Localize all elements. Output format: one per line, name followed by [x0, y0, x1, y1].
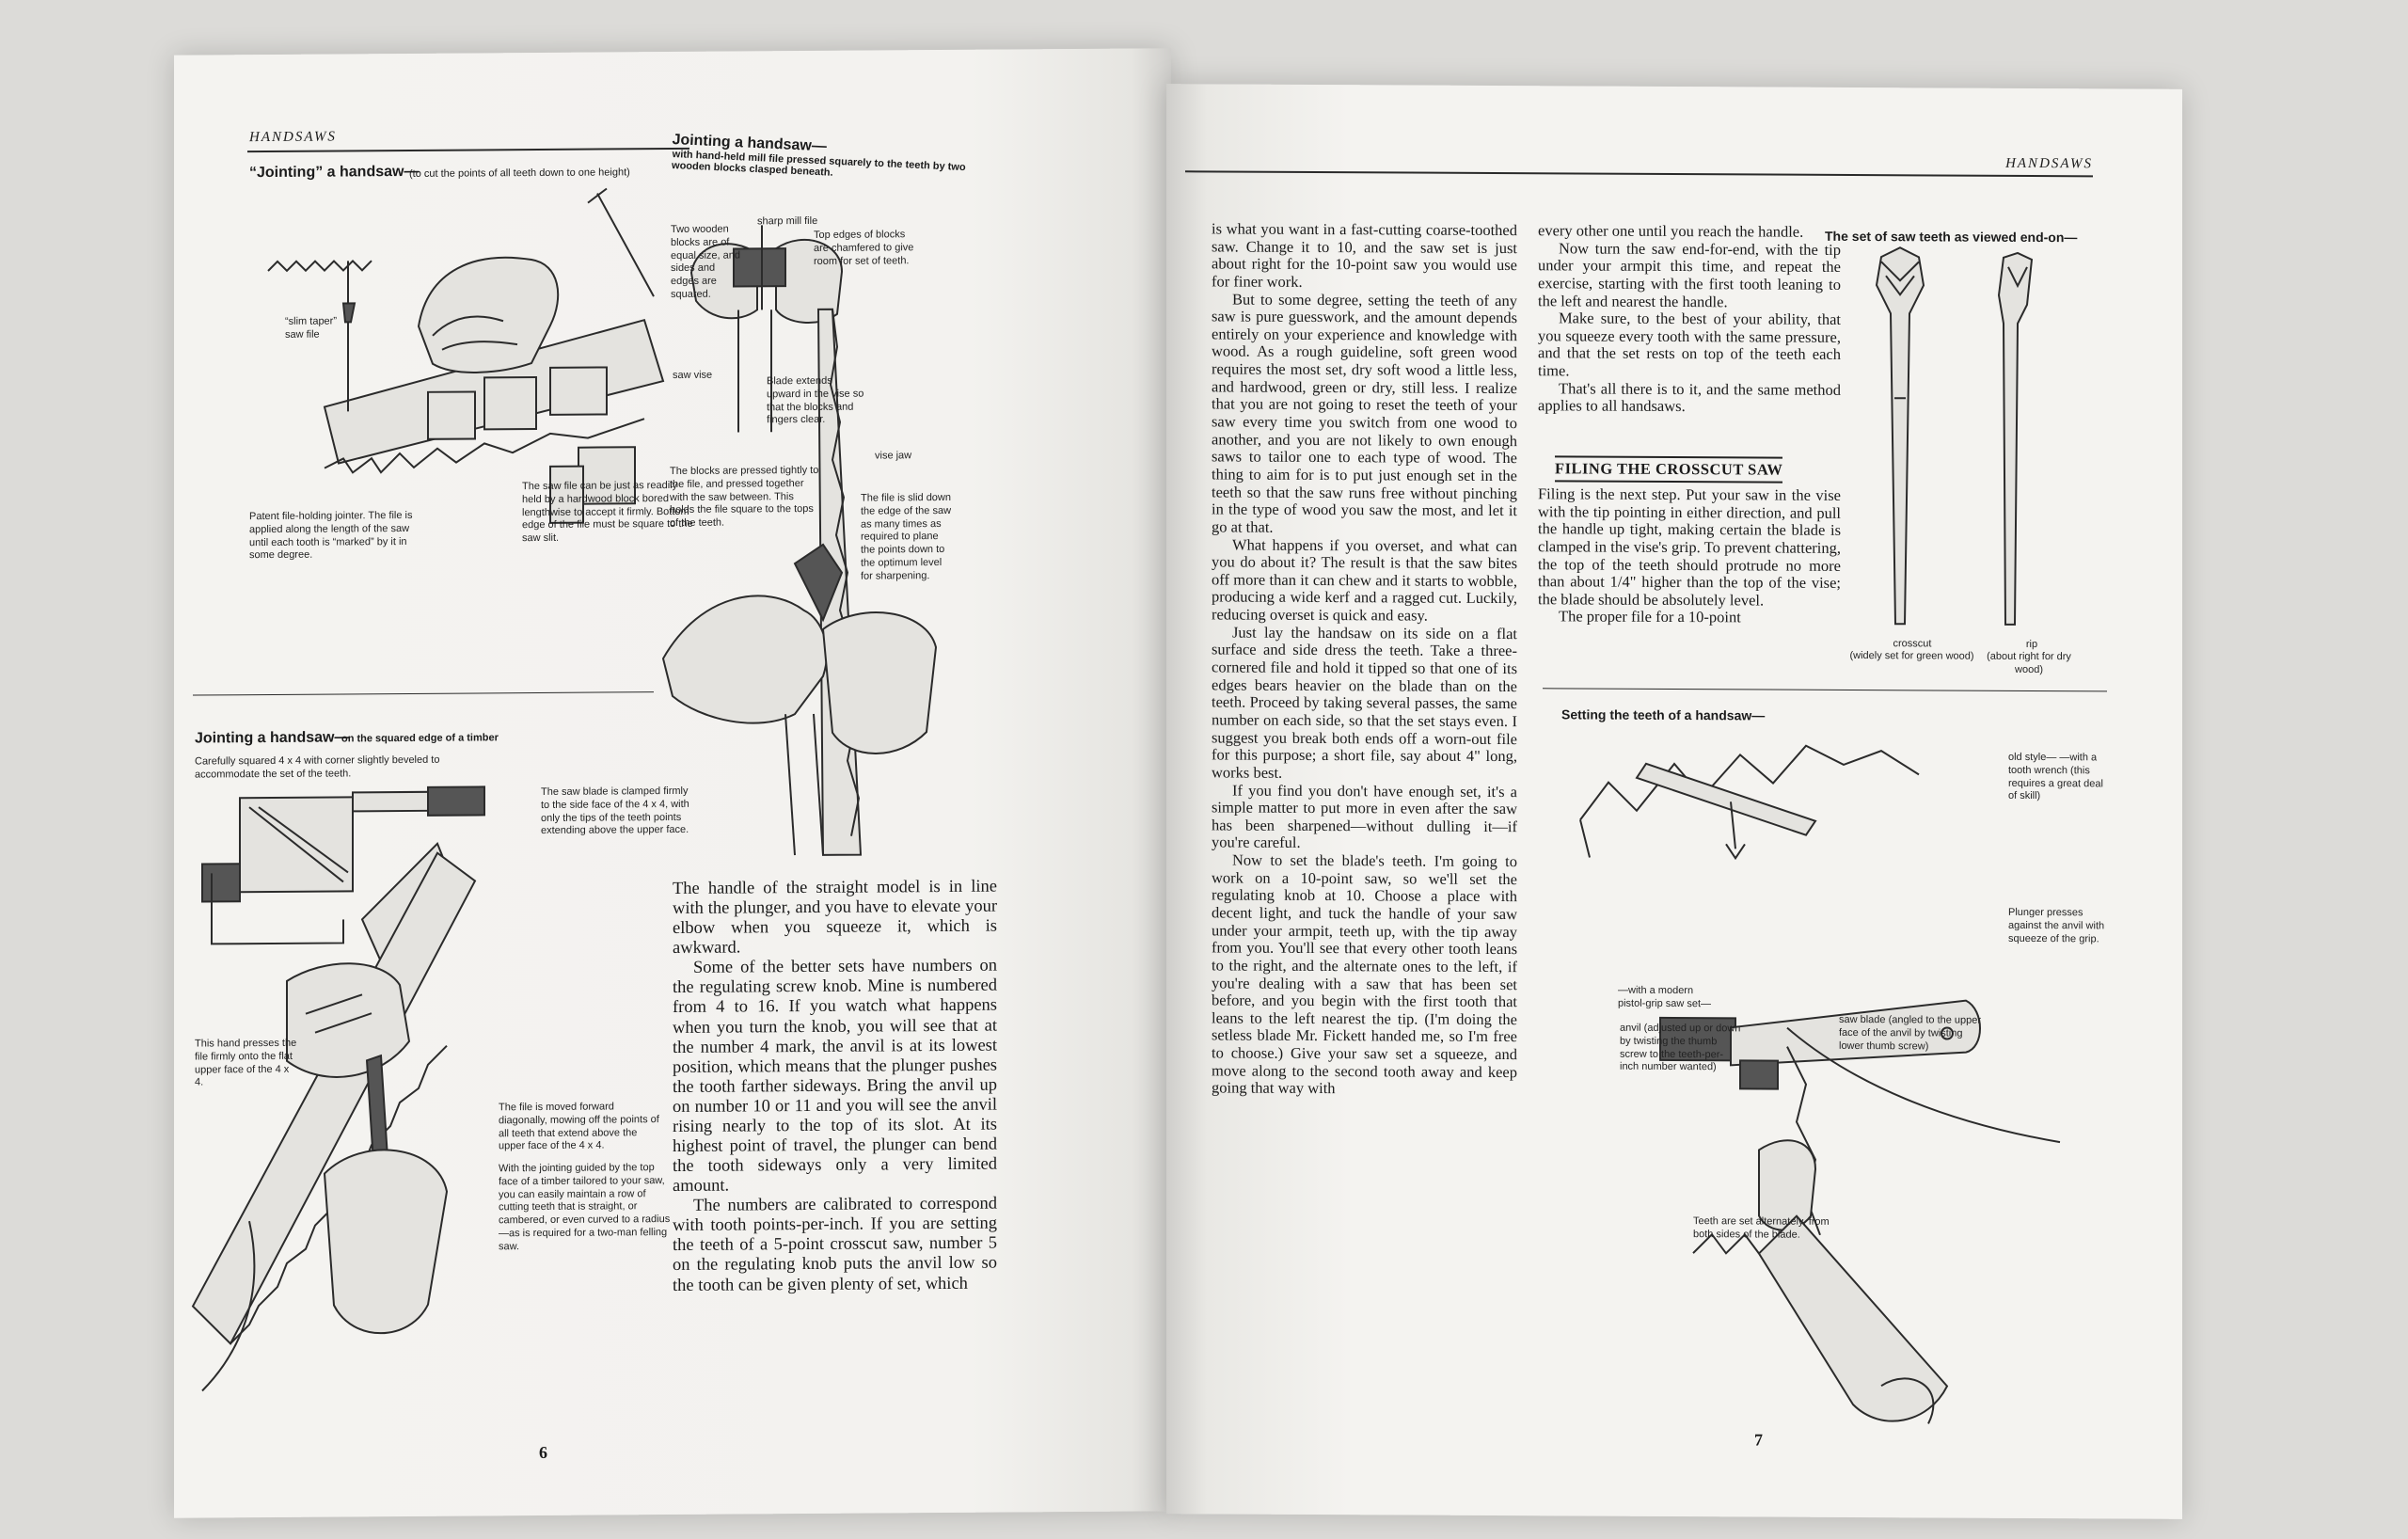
fig3-subtitle: on the squared edge of a timber: [341, 732, 499, 745]
fig1-subtitle: (to cut the points of all teeth down to …: [409, 167, 630, 180]
fig-setting-label-modern: —with a modern pistol-grip saw set—: [1618, 984, 1712, 1009]
fig-setting-title: Setting the teeth of a handsaw—: [1561, 706, 1766, 723]
fig2-label-edges: Top edges of blocks are chamfered to giv…: [814, 229, 914, 267]
fig-setting-label-sawblade: saw blade (angled to the upper face of t…: [1839, 1013, 1982, 1052]
fig2-label-vise-jaw: vise jaw: [875, 450, 912, 462]
fig2-label-vise: saw vise: [673, 369, 713, 381]
fig2-label-pressed: The blocks are pressed tightly to the fi…: [670, 464, 819, 530]
left-body-column: The handle of the straight model is in l…: [673, 878, 997, 1296]
fig-set-label-crosscut-sub: (widely set for green wood): [1849, 649, 1974, 662]
right-paragraph: Just lay the handsaw on its side on a fl…: [1212, 623, 1517, 782]
running-head-right: HANDSAWS: [2005, 155, 2093, 172]
fig2-label-blocks: Two wooden blocks are of equal size, and…: [671, 223, 740, 300]
fig-set-label-rip-sub: (about right for dry wood): [1987, 650, 2071, 675]
timber-illustration: [191, 785, 485, 1392]
right-body-column-2b: Filing is the next step. Put your saw in…: [1538, 484, 1841, 627]
mill-file-illustration: [661, 225, 938, 856]
right-paragraph: is what you want in a fast-cutting coars…: [1212, 219, 1517, 291]
left-paragraph: Some of the better sets have numbers on …: [673, 956, 997, 1197]
fig-setting-label-oldstyle: old style— —with a tooth wrench (this re…: [2008, 751, 2103, 802]
fig-setting-label-anvil: anvil (adjusted up or down by twisting t…: [1620, 1022, 1741, 1073]
fig-setting-label-alternate: Teeth are set alternately, from both sid…: [1693, 1215, 1830, 1241]
fig3-title: Jointing a handsaw—: [195, 729, 350, 747]
page-number-left: 6: [539, 1442, 547, 1462]
fig-setting-label-plunger: Plunger presses against the anvil with s…: [2008, 906, 2105, 944]
right-paragraph: Now turn the saw end-for-end, with the t…: [1538, 238, 1841, 310]
right-paragraph: What happens if you overset, and what ca…: [1212, 535, 1517, 625]
running-head-left: HANDSAWS: [249, 129, 337, 146]
right-paragraph: But to some degree, setting the teeth of…: [1212, 290, 1517, 536]
page-number-right: 7: [1754, 1430, 1763, 1450]
fig3-label-guided: With the jointing guided by the top face…: [499, 1162, 671, 1252]
saw-set-illustration: [1579, 744, 2061, 1424]
fig2-label-millfile: sharp mill file: [757, 214, 818, 228]
jointer-illustration: [267, 187, 665, 524]
header-rule-right: [1185, 170, 2093, 178]
fig-set-title: The set of saw teeth as viewed end-on—: [1825, 228, 2078, 246]
fig3-label-hand: This hand presses the file firmly onto t…: [195, 1037, 297, 1088]
right-paragraph: Filing is the next step. Put your saw in…: [1538, 484, 1841, 610]
section-heading: FILING THE CROSSCUT SAW: [1555, 455, 1783, 484]
divider-right: [1543, 688, 2107, 692]
fig2-label-blade: Blade extends upward in the vise so that…: [767, 374, 864, 426]
fig3-label-clamped: The saw blade is clamped firmly to the s…: [541, 785, 689, 837]
right-body-column-2: every other one until you reach the hand…: [1538, 221, 1841, 417]
right-paragraph: Make sure, to the best of your ability, …: [1538, 309, 1841, 380]
right-paragraph: If you find you don't have enough set, i…: [1212, 781, 1517, 852]
right-paragraph: The proper file for a 10-point: [1559, 607, 1741, 627]
left-paragraph: The numbers are calibrated to correspond…: [673, 1194, 997, 1295]
right-paragraph: Now to set the blade's teeth. I'm going …: [1212, 850, 1517, 1098]
right-page: HANDSAWS is what you want in a fast-cutt…: [1166, 84, 2182, 1519]
fig-set-label-rip: rip: [2025, 638, 2038, 651]
set-end-on-illustration: [1875, 246, 2034, 626]
fig1-label-file: “slim taper” saw file: [285, 315, 338, 341]
divider-left: [193, 691, 654, 696]
fig1-title: “Jointing” a handsaw—: [249, 163, 420, 182]
fig3-label-moved: The file is moved forward diagonally, mo…: [499, 1101, 659, 1152]
fig1-label-jointer: Patent file-holding jointer. The file is…: [249, 509, 413, 562]
left-page: HANDSAWS “Jointing” a handsaw— (to cut t…: [174, 48, 1171, 1518]
header-rule-left: [247, 147, 689, 153]
right-paragraph: That's all there is to it, and the same …: [1538, 379, 1841, 416]
fig2-label-slid: The file is slid down the edge of the sa…: [861, 491, 952, 582]
right-body-column-1: is what you want in a fast-cutting coars…: [1212, 219, 1517, 1099]
left-paragraph: The handle of the straight model is in l…: [673, 877, 997, 959]
